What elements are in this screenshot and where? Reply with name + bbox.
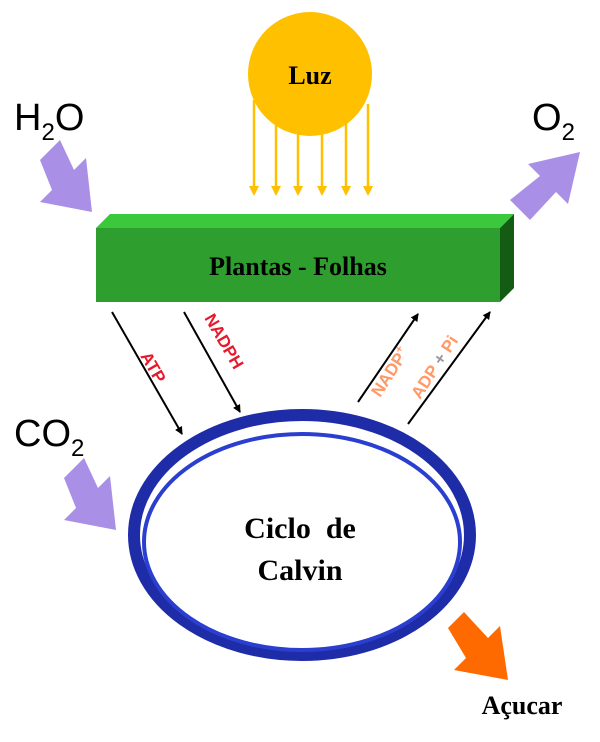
leaf-label: Plantas - Folhas	[209, 252, 387, 281]
water-label: H2O	[14, 97, 84, 146]
calvin-label-line2: Calvin	[257, 554, 342, 587]
leaf-box-top	[96, 214, 514, 228]
co2-label: CO2	[14, 413, 84, 462]
nadp-label: NADP+	[367, 343, 414, 400]
atp-arrow	[111, 311, 183, 435]
calvin-label-line1: Ciclo de	[244, 512, 356, 545]
leaf-box-front	[96, 228, 500, 302]
light-rays	[249, 100, 373, 196]
calvin-cycle-ring: Ciclo de Calvin	[128, 409, 476, 661]
sun: Luz	[248, 12, 373, 196]
oxygen-output-arrow	[510, 152, 580, 220]
sun-label: Luz	[288, 61, 331, 90]
atp-label: ATP	[137, 349, 170, 387]
water-input-arrow	[40, 140, 92, 212]
sugar-output-arrow	[448, 612, 508, 680]
sugar-label: Açucar	[482, 691, 563, 720]
oxygen-label: O2	[532, 97, 575, 146]
co2-input-arrow	[64, 458, 116, 530]
leaf-box-side	[500, 214, 514, 302]
ring-inner	[142, 432, 462, 652]
sun-disc	[248, 12, 372, 136]
leaf-box: Plantas - Folhas	[96, 214, 514, 302]
nadp-arrow	[357, 313, 419, 403]
nadph-arrow	[183, 311, 241, 413]
adp-label: ADP + Pi	[407, 332, 462, 402]
adp-arrow	[407, 311, 491, 425]
ring-outer	[128, 409, 476, 661]
nadph-label: NADPH	[201, 311, 248, 373]
